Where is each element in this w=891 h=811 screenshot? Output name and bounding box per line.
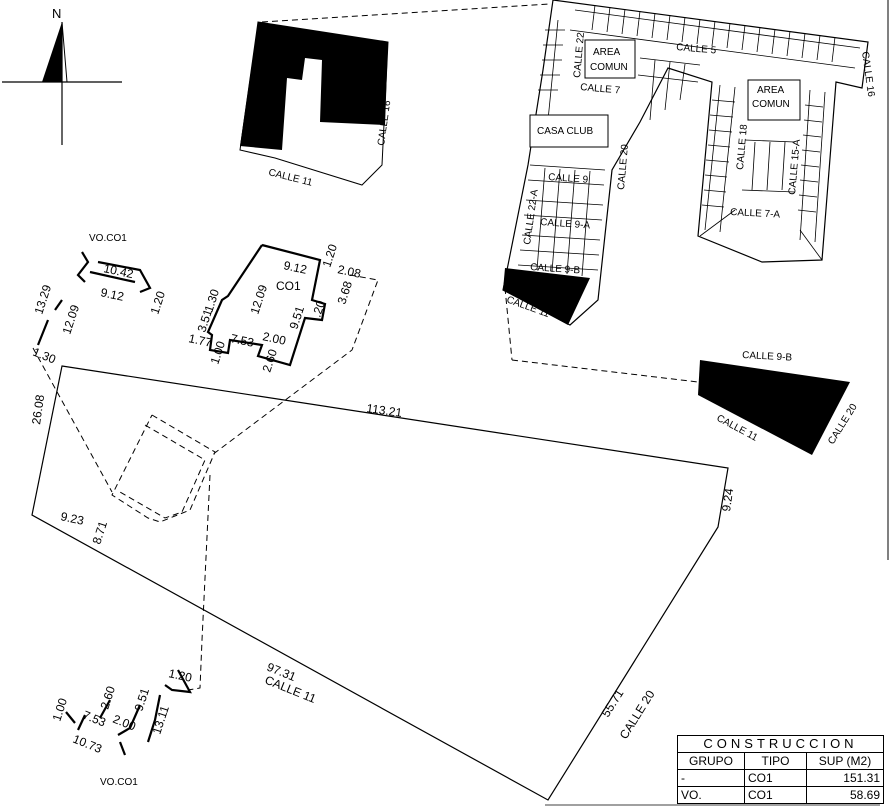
co1-d8: 9.51 [287, 304, 308, 331]
lot-d-right: 9.24 [719, 487, 736, 512]
vo-top-label: VO.CO1 [89, 233, 127, 244]
label-calle-7: CALLE 7 [580, 82, 621, 96]
vo-bot-d1: 1.20 [167, 666, 193, 685]
lot-d-top: 113.21 [366, 401, 404, 420]
label-calle-20-a: CALLE 20 [616, 143, 631, 190]
label-calle-18: CALLE 18 [735, 123, 750, 170]
co1-d5: 3.68 [335, 279, 356, 306]
vo-bot-d8: 10.73 [71, 732, 104, 756]
label-area-comun-1b: COMUN [590, 62, 628, 73]
vo-top-d6: 1.30 [31, 345, 58, 367]
co1-d12: 1.77 [187, 331, 213, 350]
co1-d11: 2.00 [261, 329, 287, 348]
table-header-sup: SUP (M2) [806, 752, 884, 770]
label-calle-11-a: CALLE 11 [267, 167, 314, 189]
construction-table: CONSTRUCCION GRUPO TIPO SUP (M2) - CO1 1… [677, 735, 884, 804]
label-calle-9a: CALLE 9-A [540, 217, 591, 231]
label-calle-22: CALLE 22 [572, 31, 587, 78]
lot-d-left: 26.08 [29, 393, 47, 425]
co1-d4: 12.09 [248, 283, 271, 316]
co1-d1: 9.12 [282, 258, 308, 277]
label-area-comun-2b: COMUN [752, 99, 790, 110]
table-cell-tipo: CO1 [744, 769, 807, 787]
vo-top-d3: 9.12 [99, 285, 125, 304]
label-calle-9: CALLE 9 [548, 172, 589, 186]
label-calle-15a: CALLE 15-A [787, 139, 803, 196]
co1-d13: 1.00 [208, 339, 229, 366]
block-calle-16: CALLE 16 CALLE 11 [239, 21, 393, 189]
table-title: CONSTRUCCION [677, 735, 884, 753]
label-calle-9b-b: CALLE 9-B [742, 350, 793, 364]
lot-d-b: 8.71 [90, 519, 111, 546]
label-area-comun-1: AREA [593, 47, 621, 58]
table-header-tipo: TIPO [744, 752, 807, 770]
vo-bot-d7: 13.11 [150, 704, 172, 736]
label-calle-16-b: CALLE 16 [859, 51, 876, 98]
co1-d2: 1.20 [320, 242, 341, 269]
vo-co1-detail-top: VO.CO1 10.42 13.29 9.12 1.20 12.09 1.30 [31, 233, 168, 367]
lot-d-a: 9.23 [59, 509, 85, 528]
table-row: - CO1 151.31 [677, 769, 884, 787]
vo-top-d2: 13.29 [32, 283, 55, 316]
vo-top-d4: 1.20 [148, 289, 169, 316]
label-calle-9b-a: CALLE 9-B [530, 262, 581, 276]
vo-top-d5: 12.09 [60, 303, 83, 336]
co1-d6: 1.30 [202, 287, 223, 314]
label-calle-7a: CALLE 7-A [730, 207, 781, 221]
table-cell-sup: 58.69 [806, 786, 884, 804]
subdivision-plan: CALLE 22 AREA COMUN CALLE 5 CALLE 16 CAL… [502, 0, 876, 326]
lot-d-se: 55.71 [599, 686, 627, 719]
north-arrow: N [2, 6, 122, 145]
table-cell-grupo: - [677, 769, 745, 787]
label-calle-5: CALLE 5 [676, 42, 717, 56]
table-cell-tipo: CO1 [744, 786, 807, 804]
label-area-comun-2: AREA [757, 85, 785, 96]
table-cell-grupo: VO. [677, 786, 745, 804]
label-calle-22a: CALLE 22-A [522, 189, 541, 246]
vo-bot-d4: 1.00 [50, 696, 71, 723]
main-lot: 113.21 26.08 9.24 9.23 8.71 97.31 CALLE … [29, 365, 736, 801]
co1-d10: 7.53 [229, 331, 255, 350]
co1-label: CO1 [276, 279, 301, 293]
vo-co1-detail-bottom: 1.20 2.60 9.51 1.00 7.53 2.00 13.11 10.7… [50, 666, 194, 788]
vo-top-d1: 10.42 [102, 261, 135, 281]
co1-detail: CO1 9.12 1.20 2.08 12.09 3.68 1.30 3.51 … [187, 242, 362, 374]
table-header-grupo: GRUPO [677, 752, 745, 770]
north-label: N [52, 6, 61, 21]
co1-d7: 3.51 [195, 307, 216, 334]
co1-d14: 2.60 [260, 347, 281, 374]
vo-bot-label: VO.CO1 [100, 777, 138, 788]
co1-d9: .20 [310, 298, 329, 319]
vo-bot-d3: 9.51 [132, 686, 153, 713]
block-calle-9b: CALLE 9-B CALLE 11 CALLE 20 [698, 350, 860, 455]
table-cell-sup: 151.31 [806, 769, 884, 787]
label-casa-club: CASA CLUB [537, 126, 593, 137]
table-row: VO. CO1 58.69 [677, 786, 884, 804]
vo-bot-d2: 2.60 [98, 684, 119, 711]
co1-d3: 2.08 [336, 262, 362, 281]
